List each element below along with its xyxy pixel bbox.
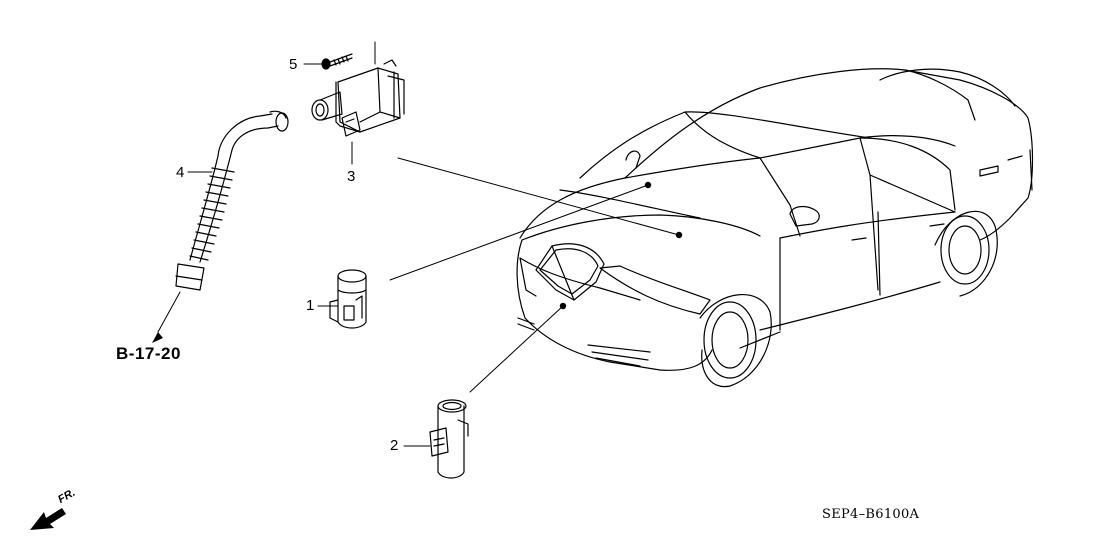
callout-part-2: 2 xyxy=(390,437,399,454)
car-illustration xyxy=(517,69,1032,387)
callout-part-1: 1 xyxy=(306,297,315,314)
control-unit-icon xyxy=(312,60,404,136)
leader-dot xyxy=(644,181,652,189)
leader-dot xyxy=(559,302,567,310)
sensor-icon xyxy=(430,400,468,478)
callout-part-4: 4 xyxy=(176,164,185,181)
leader-dot xyxy=(675,231,683,239)
hose-icon xyxy=(176,111,288,290)
front-arrow-icon xyxy=(30,508,66,530)
leader-lines xyxy=(152,42,679,446)
sensor-icon xyxy=(330,270,366,328)
callout-part-5: 5 xyxy=(289,56,298,73)
callout-part-3: 3 xyxy=(347,168,356,185)
screw-icon xyxy=(322,54,352,69)
cross-reference-label: B-17-20 xyxy=(116,344,181,363)
diagram-code: SEP4–B6100A xyxy=(822,507,920,522)
